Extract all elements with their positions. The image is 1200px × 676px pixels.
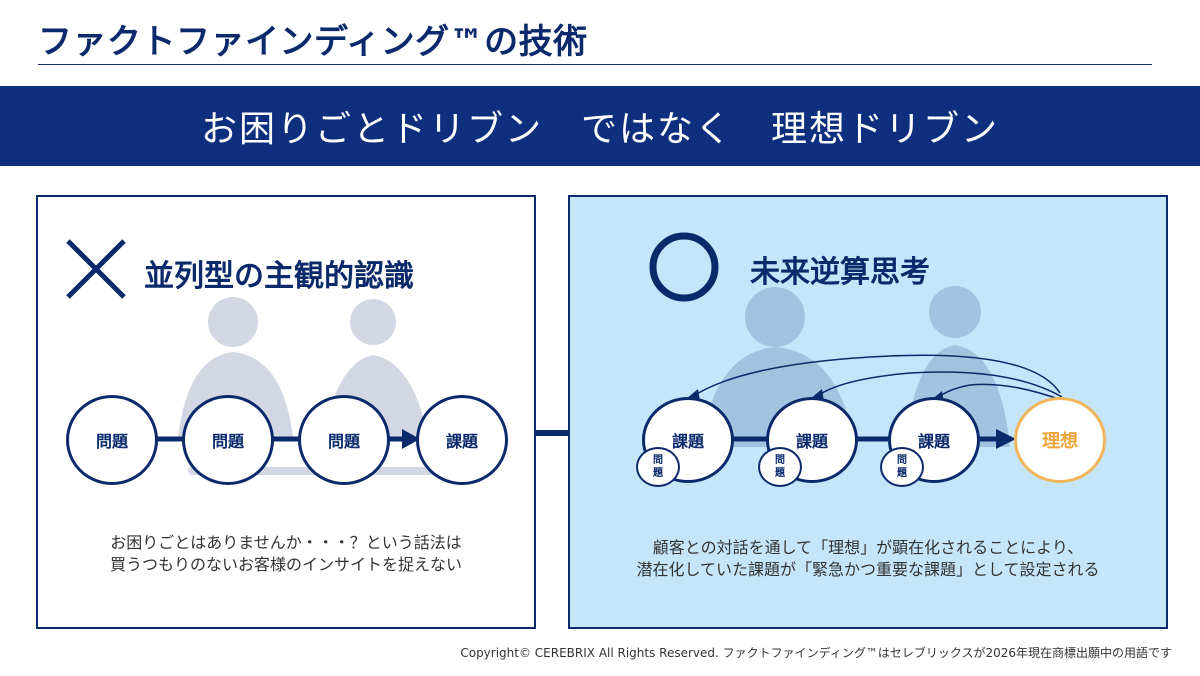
feedback-arc-2 (815, 371, 1063, 398)
title-underline (38, 64, 1152, 65)
right-caption-line-1: 顧客との対話を通して「理想」が顕在化されることにより、 (652, 538, 1084, 557)
page-title: ファクトファインディング™の技術 (38, 22, 588, 62)
circle-icon (649, 232, 719, 302)
left-caption: お困りごとはありませんか・・・？という話法は 買うつもりのないお客様のインサイト… (38, 532, 534, 576)
left-caption-line-2: 買うつもりのないお客様のインサイトを捉えない (109, 555, 462, 574)
mini-node-1-label: 問題 (653, 455, 663, 479)
left-panel: 並列型の主観的認識 問題 問題 問題 課題 お困りごとはありませんか・・・？とい… (36, 195, 536, 629)
right-caption-line-2: 潜在化していた課題が「緊急かつ重要な課題」として設定される (636, 560, 1100, 579)
mini-node-2-label: 問題 (775, 455, 785, 479)
left-node-2: 問題 (182, 395, 274, 485)
cross-icon (66, 239, 126, 299)
right-panel: 未来逆算思考 課題 課題 課題 理想 問題 問題 問題 顧客との対話を通して「理… (568, 195, 1168, 629)
banner: お困りごとドリブン ではなく 理想ドリブン (0, 86, 1200, 166)
feedback-arc-1 (691, 354, 1061, 398)
left-node-4: 課題 (416, 395, 508, 485)
mini-node-3: 問題 (880, 447, 924, 487)
feedback-arc-3 (935, 383, 1065, 402)
left-heading: 並列型の主観的認識 (144, 259, 414, 294)
right-node-ideal: 理想 (1014, 397, 1106, 483)
mini-node-1: 問題 (636, 447, 680, 487)
copyright-footer: Copyright© CEREBRIX All Rights Reserved.… (460, 646, 1172, 660)
banner-text: お困りごとドリブン ではなく 理想ドリブン (200, 109, 999, 150)
right-heading: 未来逆算思考 (750, 255, 930, 290)
left-node-1: 問題 (66, 395, 158, 485)
left-caption-line-1: お困りごとはありませんか・・・？という話法は (110, 533, 462, 552)
right-caption: 顧客との対話を通して「理想」が顕在化されることにより、 潜在化していた課題が「緊… (570, 537, 1166, 581)
arrow-head (996, 429, 1016, 449)
arrow-head (402, 429, 420, 449)
mini-node-2: 問題 (758, 447, 802, 487)
left-node-3: 問題 (298, 395, 390, 485)
mini-node-3-label: 問題 (897, 455, 907, 479)
